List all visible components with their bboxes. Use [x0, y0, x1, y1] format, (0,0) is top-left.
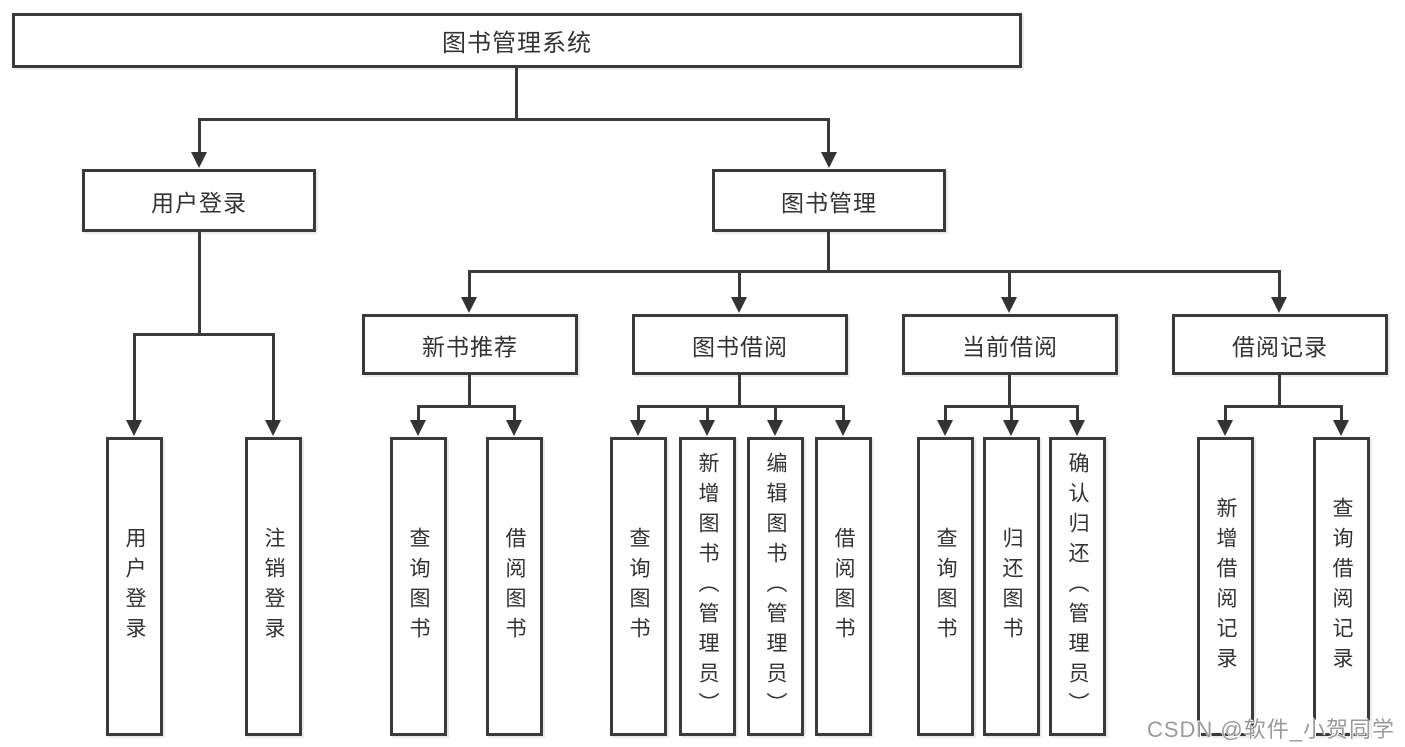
watermark: CSDN @软件_小贺同学	[1146, 717, 1395, 742]
connector-line	[842, 405, 845, 422]
node-root: 图书管理系统	[12, 13, 1022, 68]
node-leaf-br-add: 新增借阅记录	[1197, 437, 1254, 736]
arrowhead-icon	[937, 420, 953, 436]
connector-line	[1224, 405, 1227, 422]
connector-line	[1340, 405, 1343, 422]
node-leaf-bb-query: 查询图书	[610, 437, 667, 736]
node-leaf-br-query-label: 查询借阅记录	[1330, 496, 1353, 677]
arrowhead-icon	[835, 420, 851, 436]
arrowhead-icon	[821, 152, 837, 168]
arrowhead-icon	[767, 420, 783, 436]
node-new-book-rec: 新书推荐	[362, 314, 578, 375]
node-leaf-cb-query-label: 查询图书	[934, 526, 957, 647]
node-borrow-record: 借阅记录	[1172, 314, 1388, 375]
arrowhead-icon	[1333, 420, 1349, 436]
node-leaf-bb-add-label: 新增图书（管理员）	[696, 451, 719, 722]
node-leaf-user-login-label: 用户登录	[123, 526, 146, 647]
arrowhead-icon	[506, 420, 522, 436]
node-user-login-label: 用户登录	[151, 189, 247, 216]
node-book-mgmt: 图书管理	[712, 169, 946, 232]
connector-line	[738, 270, 741, 299]
connector-line	[1076, 405, 1079, 422]
node-current-borrow: 当前借阅	[902, 314, 1118, 375]
connector-line	[1008, 374, 1011, 407]
node-leaf-cb-return-label: 归还图书	[1000, 526, 1023, 647]
arrowhead-icon	[1217, 420, 1233, 436]
connector-line	[515, 67, 518, 120]
connector-line	[738, 374, 741, 407]
node-leaf-br-query: 查询借阅记录	[1313, 437, 1370, 736]
connector-line	[637, 405, 845, 408]
arrowhead-icon	[191, 152, 207, 168]
node-leaf-nb-borrow: 借阅图书	[486, 437, 543, 736]
connector-line	[827, 231, 830, 273]
node-book-borrow: 图书借阅	[632, 314, 848, 375]
connector-line	[272, 333, 275, 422]
connector-line	[1278, 374, 1281, 407]
arrowhead-icon	[126, 420, 142, 436]
connector-line	[468, 270, 471, 299]
connector-line	[468, 270, 1281, 273]
node-current-borrow-label: 当前借阅	[962, 333, 1058, 360]
arrowhead-icon	[1069, 420, 1085, 436]
node-leaf-bb-add: 新增图书（管理员）	[679, 437, 736, 736]
node-book-borrow-label: 图书借阅	[692, 333, 788, 360]
connector-line	[198, 118, 830, 121]
connector-line	[513, 405, 516, 422]
connector-line	[827, 118, 830, 154]
arrowhead-icon	[1001, 297, 1017, 313]
node-leaf-bb-edit-label: 编辑图书（管理员）	[764, 451, 787, 722]
connector-line	[774, 405, 777, 422]
node-leaf-bb-query-label: 查询图书	[627, 526, 650, 647]
connector-line	[637, 405, 640, 422]
connector-line	[1278, 270, 1281, 299]
arrowhead-icon	[699, 420, 715, 436]
node-leaf-bb-edit: 编辑图书（管理员）	[747, 437, 804, 736]
arrowhead-icon	[630, 420, 646, 436]
node-borrow-record-label: 借阅记录	[1232, 333, 1328, 360]
arrowhead-icon	[1271, 297, 1287, 313]
node-leaf-br-add-label: 新增借阅记录	[1214, 496, 1237, 677]
node-leaf-cb-confirm-label: 确认归还（管理员）	[1066, 451, 1089, 722]
node-leaf-cb-query: 查询图书	[917, 437, 974, 736]
node-leaf-nb-borrow-label: 借阅图书	[503, 526, 526, 647]
connector-line	[1010, 405, 1013, 422]
node-leaf-cb-confirm: 确认归还（管理员）	[1049, 437, 1106, 736]
node-root-label: 图书管理系统	[442, 30, 592, 57]
arrowhead-icon	[410, 420, 426, 436]
node-new-book-rec-label: 新书推荐	[422, 333, 518, 360]
node-book-mgmt-label: 图书管理	[781, 189, 877, 216]
connector-line	[944, 405, 947, 422]
connector-line	[198, 231, 201, 336]
connector-line	[1224, 405, 1343, 408]
connector-line	[133, 333, 136, 422]
node-leaf-nb-query: 查询图书	[390, 437, 447, 736]
node-leaf-bb-borrow: 借阅图书	[815, 437, 872, 736]
node-user-login: 用户登录	[82, 169, 316, 232]
connector-line	[417, 405, 516, 408]
arrowhead-icon	[1003, 420, 1019, 436]
connector-line	[1008, 270, 1011, 299]
node-leaf-cb-return: 归还图书	[983, 437, 1040, 736]
node-leaf-logout: 注销登录	[245, 437, 302, 736]
node-leaf-logout-label: 注销登录	[262, 526, 285, 647]
connector-line	[133, 333, 275, 336]
connector-line	[468, 374, 471, 407]
arrowhead-icon	[265, 420, 281, 436]
connector-line	[706, 405, 709, 422]
node-leaf-user-login: 用户登录	[106, 437, 163, 736]
arrowhead-icon	[461, 297, 477, 313]
connector-line	[198, 118, 201, 154]
arrowhead-icon	[731, 297, 747, 313]
connector-line	[417, 405, 420, 422]
node-leaf-bb-borrow-label: 借阅图书	[832, 526, 855, 647]
node-leaf-nb-query-label: 查询图书	[407, 526, 430, 647]
